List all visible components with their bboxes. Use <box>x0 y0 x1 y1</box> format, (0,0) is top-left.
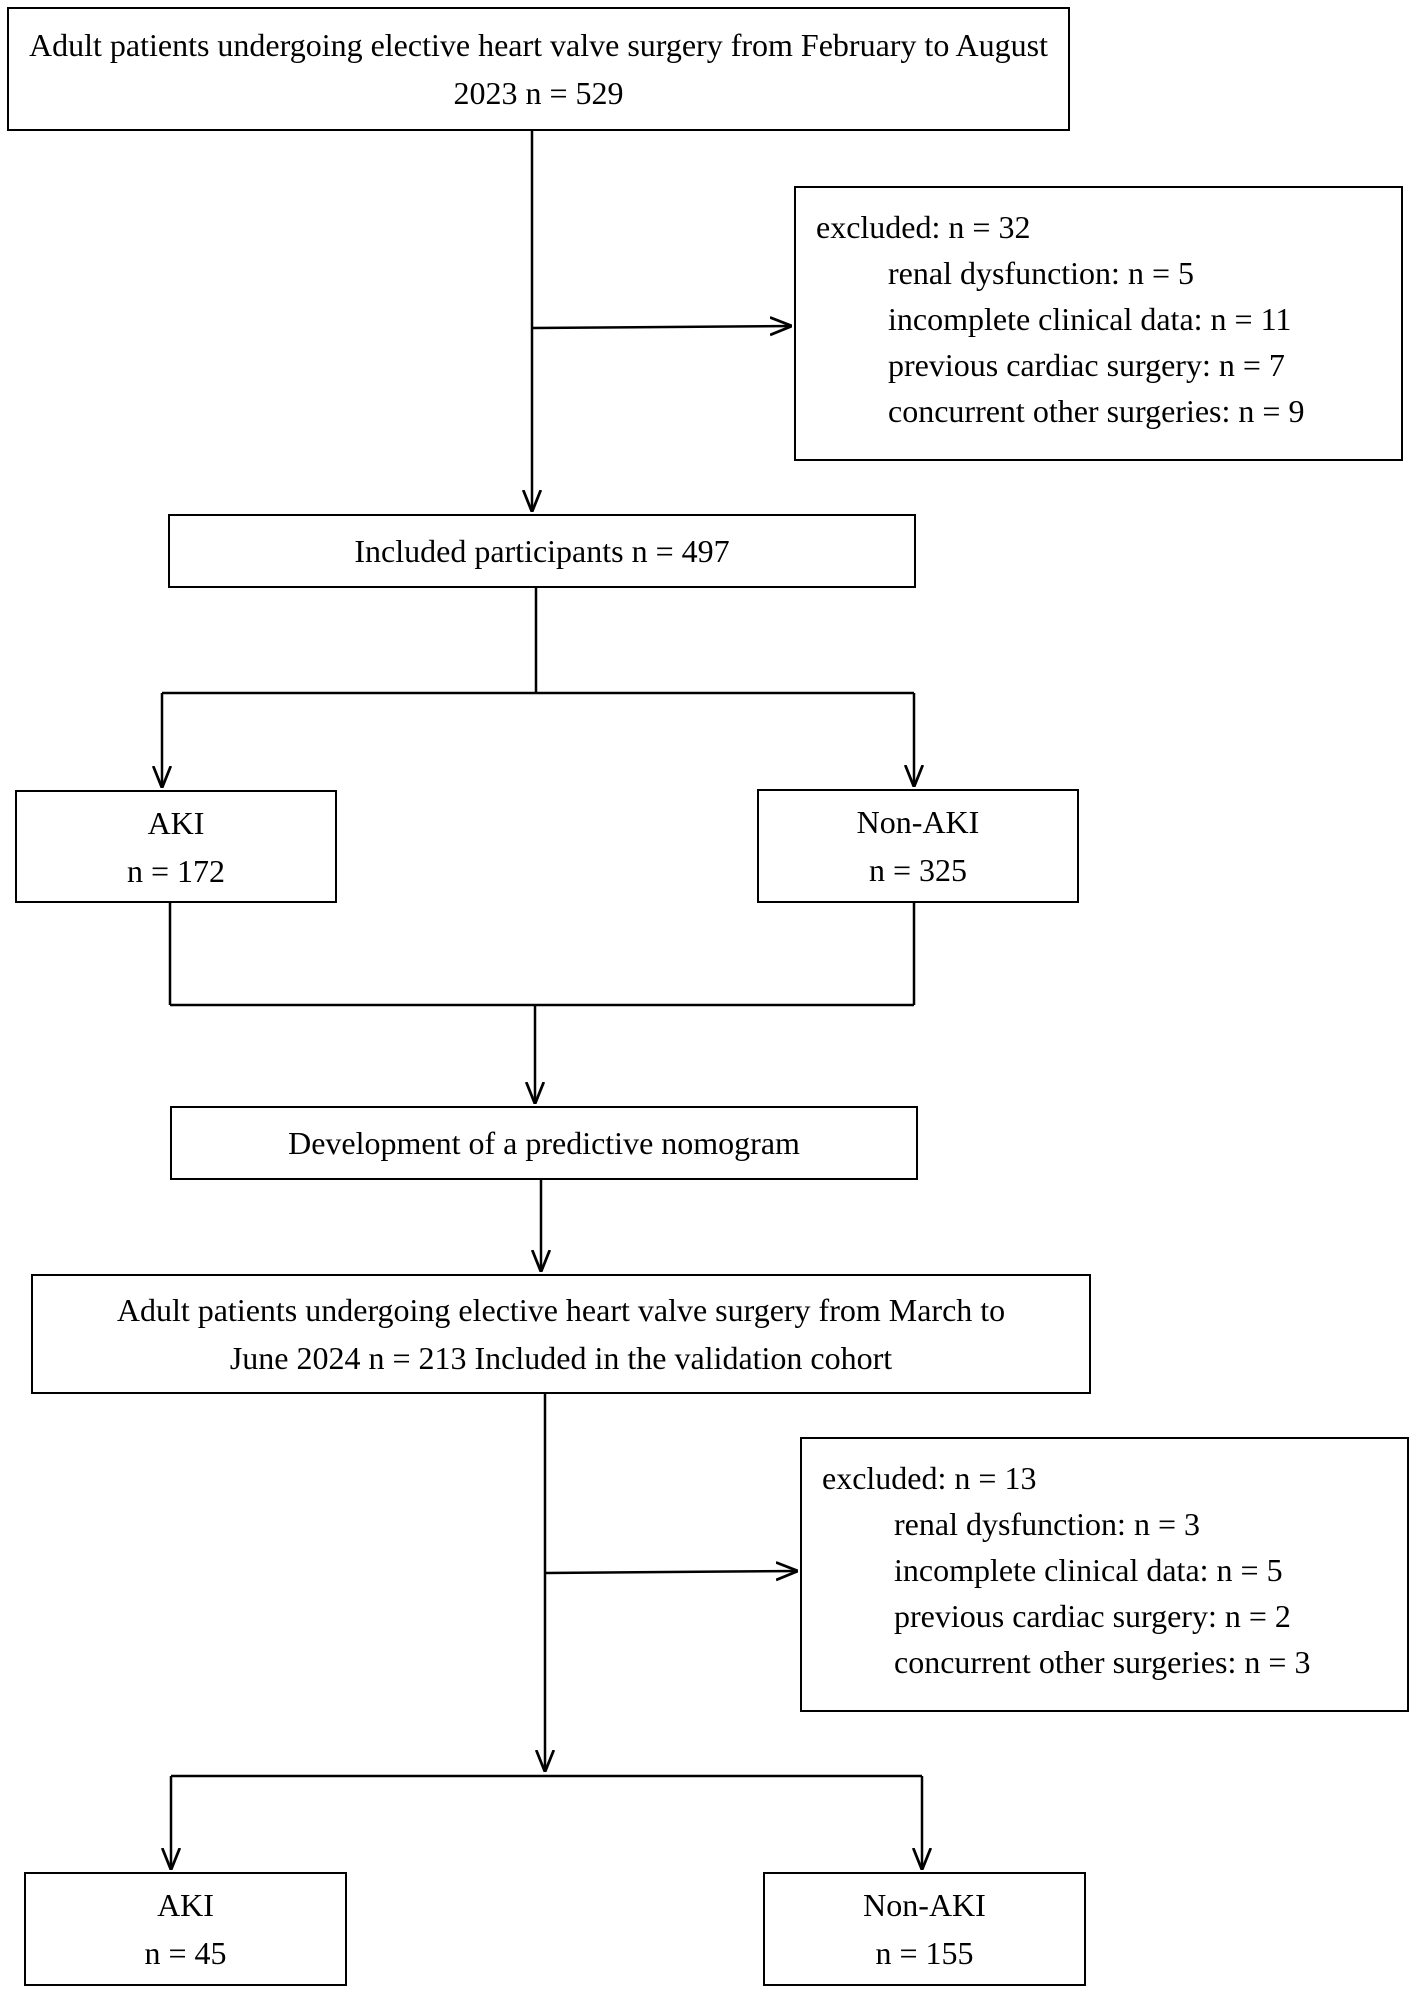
nonaki-count: n = 325 <box>868 852 968 888</box>
arrow-to-excluded-1 <box>531 326 792 328</box>
aki-label: AKI <box>157 1887 214 1923</box>
nonaki-count: n = 155 <box>875 1935 974 1971</box>
excluded-box-2: excluded: n = 13 renal dysfunction: n = … <box>800 1437 1409 1712</box>
validation-cohort-line1: Adult patients undergoing elective heart… <box>116 1292 1006 1328</box>
included-box: Included participants n = 497 <box>168 514 916 588</box>
arrow-to-excluded-2 <box>544 1571 798 1573</box>
nonaki-box-2: Non-AKI n = 155 <box>763 1872 1086 1986</box>
source-cohort-line2: 2023 n = 529 <box>453 75 624 111</box>
aki-box-1: AKI n = 172 <box>15 790 337 903</box>
excluded-title-2: excluded: n = 13 <box>822 1460 1037 1496</box>
excluded-item: renal dysfunction: n = 5 <box>888 255 1194 291</box>
aki-count: n = 45 <box>144 1935 227 1971</box>
source-cohort-line1: Adult patients undergoing elective heart… <box>28 27 1048 63</box>
included-label: Included participants n = 497 <box>354 533 730 569</box>
excluded-item: incomplete clinical data: n = 11 <box>888 301 1292 337</box>
excluded-title-1: excluded: n = 32 <box>816 209 1031 245</box>
development-label: Development of a predictive nomogram <box>288 1125 800 1161</box>
excluded-item: concurrent other surgeries: n = 3 <box>894 1644 1311 1680</box>
validation-cohort-box: Adult patients undergoing elective heart… <box>31 1274 1091 1394</box>
development-box: Development of a predictive nomogram <box>170 1106 918 1180</box>
nonaki-label: Non-AKI <box>863 1887 986 1923</box>
aki-label: AKI <box>147 804 205 841</box>
source-cohort-box: Adult patients undergoing elective heart… <box>7 7 1070 131</box>
aki-box-2: AKI n = 45 <box>24 1872 347 1986</box>
nonaki-box-1: Non-AKI n = 325 <box>757 789 1079 903</box>
validation-cohort-line2: June 2024 n = 213 Included in the valida… <box>229 1340 893 1376</box>
excluded-box-1: excluded: n = 32 renal dysfunction: n = … <box>794 186 1403 461</box>
excluded-item: concurrent other surgeries: n = 9 <box>888 393 1305 429</box>
nonaki-label: Non-AKI <box>856 804 980 840</box>
excluded-item: renal dysfunction: n = 3 <box>894 1506 1200 1542</box>
excluded-item: previous cardiac surgery: n = 7 <box>888 347 1285 383</box>
excluded-item: incomplete clinical data: n = 5 <box>894 1552 1283 1588</box>
aki-count: n = 172 <box>126 852 226 889</box>
excluded-item: previous cardiac surgery: n = 2 <box>894 1598 1291 1634</box>
